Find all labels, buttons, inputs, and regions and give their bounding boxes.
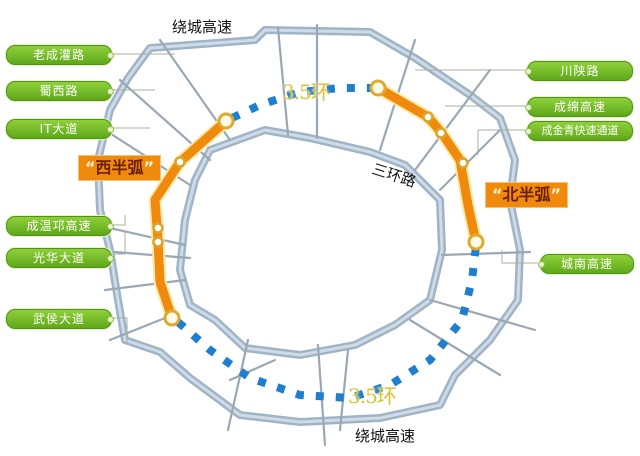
road-label-guanghua: 光华大道 bbox=[6, 248, 114, 268]
interchange-node-west-start bbox=[217, 112, 235, 130]
road-label-wuhou: 武侯大道 bbox=[6, 309, 114, 329]
west-arc-callout: “西半弧” bbox=[78, 155, 162, 181]
road-label-chengjinqing: 成金青快速通道 bbox=[525, 121, 633, 141]
third-ring-road bbox=[176, 126, 446, 359]
open-quote: “ bbox=[492, 185, 503, 204]
close-quote: ” bbox=[550, 185, 562, 204]
north-arc-route bbox=[371, 81, 483, 249]
interchange-node bbox=[152, 236, 164, 248]
interchange-node bbox=[457, 157, 469, 169]
road-label-chengmian: 成绵高速 bbox=[525, 97, 633, 117]
ring-expressway-label-bottom: 绕城高速 bbox=[355, 427, 416, 445]
ring-expressway-label-top: 绕城高速 bbox=[172, 18, 233, 36]
north-arc-callout: “北半弧” bbox=[485, 182, 569, 208]
interchange-node-west-end bbox=[163, 309, 181, 327]
road-label-laochengguan: 老成灌路 bbox=[6, 45, 114, 65]
road-label-chuanshan: 川陕路 bbox=[525, 61, 633, 81]
road-label-chengwenqiong: 成温邛高速 bbox=[6, 216, 114, 236]
interchange-node bbox=[152, 222, 164, 234]
west-arc-callout-text: 西半弧 bbox=[95, 158, 144, 177]
road-label-shuxi: 蜀西路 bbox=[6, 81, 114, 101]
interchange-node bbox=[422, 111, 434, 123]
open-quote: “ bbox=[85, 158, 96, 177]
ring-35-dotted-line bbox=[175, 84, 480, 403]
west-arc-route bbox=[148, 114, 233, 325]
interchange-nodes bbox=[152, 79, 485, 327]
north-arc-callout-text: 北半弧 bbox=[502, 185, 551, 204]
ring-35-label-top: 3.5环 bbox=[282, 80, 331, 104]
interchange-node bbox=[435, 127, 447, 139]
interchange-node-north-end bbox=[467, 233, 485, 251]
ring-35-label-bottom: 3.5环 bbox=[348, 384, 397, 408]
interchange-node bbox=[174, 156, 186, 168]
road-label-it-avenue: IT大道 bbox=[6, 119, 114, 139]
close-quote: ” bbox=[143, 158, 155, 177]
label-leader-lines bbox=[112, 53, 538, 345]
interchange-node-north-start bbox=[369, 79, 387, 97]
road-label-chengnan: 城南高速 bbox=[538, 254, 634, 274]
